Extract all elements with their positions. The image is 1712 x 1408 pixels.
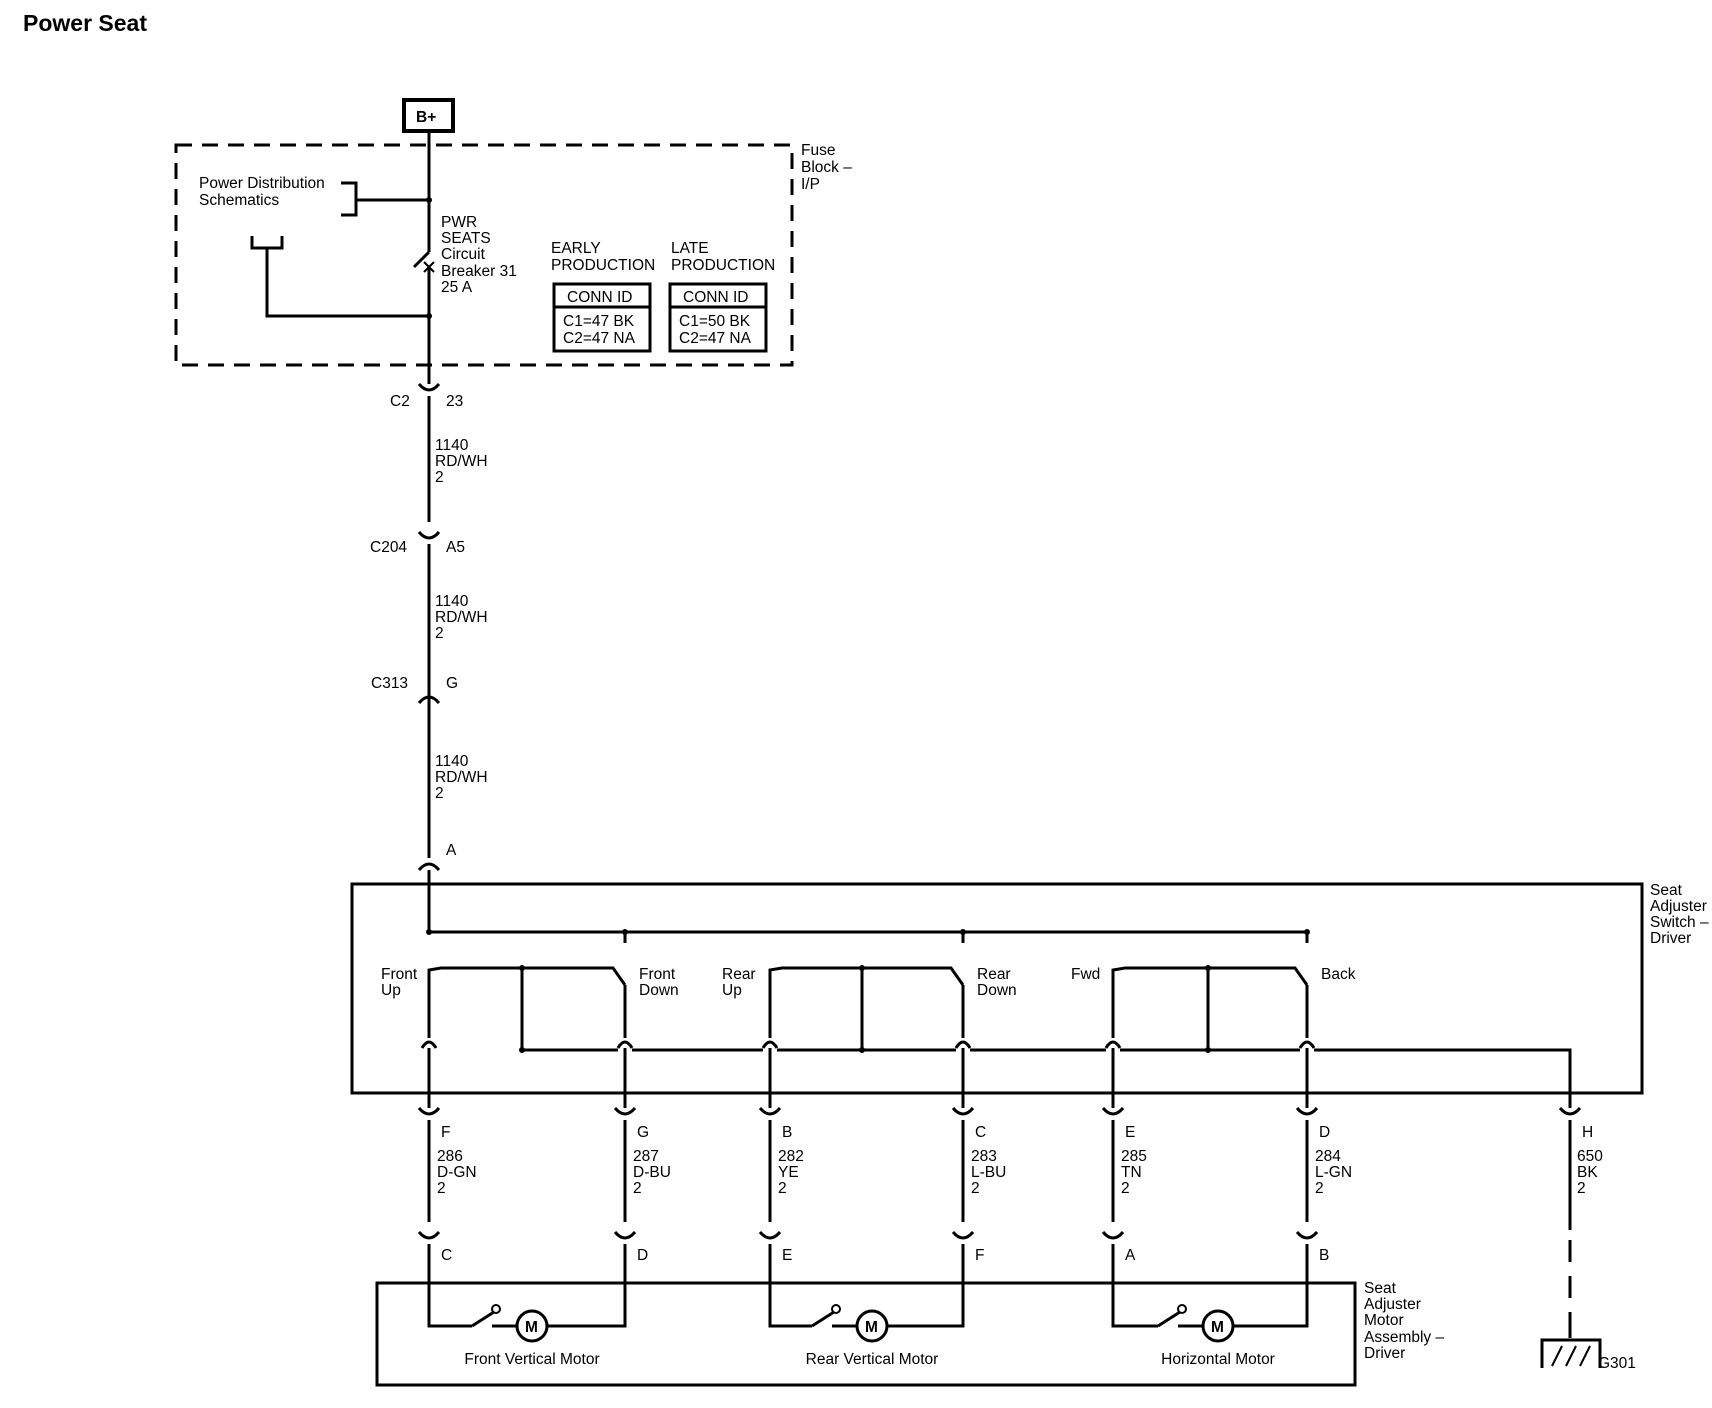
connector-c204-pin: A5: [446, 539, 465, 556]
feed-wire-label: 1140 RD/WH 2: [435, 593, 492, 642]
motor-pin-label: F: [975, 1247, 984, 1264]
switch-contact-group: Fwd Back: [1071, 929, 1356, 1053]
svg-text:C2=47 NA: C2=47 NA: [679, 330, 752, 347]
seat-adjuster-switch-label: Seat Adjuster Switch – Driver: [1650, 882, 1712, 947]
switch-pin-label: D: [1319, 1124, 1330, 1141]
svg-text:650 BK 2: 650 BK 2: [1577, 1148, 1607, 1197]
fuse-block-label: Fuse Block – I/P: [801, 142, 856, 193]
switch-pin-label: E: [1125, 1124, 1135, 1141]
thermal-switch-icon: [491, 1304, 501, 1314]
ground-hatch: [1551, 1345, 1591, 1367]
switch-pin-label: F: [441, 1124, 450, 1141]
connector-c2-symbol: [417, 382, 441, 392]
svg-text:PRODUCTION: PRODUCTION: [551, 257, 655, 274]
switch-pin-label: C: [975, 1124, 986, 1141]
connector-c204-name: C204: [370, 539, 407, 556]
battery-terminal: B+: [402, 98, 455, 133]
connector-c204-symbol: [417, 530, 441, 540]
connector-switch-a-symbol: [417, 862, 441, 872]
seat-adjuster-switch-box: [350, 882, 1644, 1095]
motor-name: Rear Vertical Motor: [806, 1351, 939, 1368]
svg-text:C1=47 BK: C1=47 BK: [563, 313, 635, 330]
switch-position-label: Back: [1321, 966, 1356, 983]
motor-assembly-label: Seat Adjuster Motor Assembly – Driver: [1364, 1280, 1448, 1362]
ground-name: G301: [1598, 1355, 1636, 1372]
fuse-block-outline: [174, 143, 794, 367]
power-distribution-bracket: [341, 181, 358, 217]
switch-position-label: Fwd: [1071, 966, 1100, 983]
svg-text:CONN ID: CONN ID: [683, 289, 748, 306]
switch-pin-label: B: [782, 1124, 792, 1141]
thermal-switch-icon: [831, 1304, 841, 1314]
connector-c313-name: C313: [371, 675, 408, 692]
power-distribution-label: Power Distribution Schematics: [199, 175, 329, 209]
thermal-switch-icon: [1177, 1304, 1187, 1314]
motor-symbol: M: [1211, 1319, 1224, 1336]
motor: M Front Vertical Motor: [427, 1283, 627, 1368]
svg-text:C1=50 BK: C1=50 BK: [679, 313, 751, 330]
motor-pin-label: B: [1319, 1247, 1329, 1264]
diagram-title: Power Seat: [23, 10, 147, 36]
ground-symbol: [1540, 1338, 1602, 1368]
motor-symbol: M: [865, 1319, 878, 1336]
connector-c313-pin: G: [446, 675, 458, 692]
ground-wire: H 650 BK 2 G301: [1540, 1093, 1636, 1372]
switch-ground-bus: [522, 1048, 1572, 1093]
connector-switch-a-pin: A: [446, 842, 457, 859]
motor-pin-label: A: [1125, 1247, 1136, 1264]
svg-text:LATE: LATE: [671, 240, 709, 257]
motors: M Front Vertical Motor M Rear Vertical Moto…: [427, 1283, 1309, 1368]
motor-name: Front Vertical Motor: [464, 1351, 599, 1368]
motor-pin-label: D: [637, 1247, 648, 1264]
svg-text:PRODUCTION: PRODUCTION: [671, 257, 775, 274]
connector-c2-name: C2: [390, 393, 410, 410]
feed-wire-label: 1140 RD/WH 2: [435, 753, 492, 802]
breaker-label: PWR SEATS Circuit Breaker 31 25 A: [441, 214, 521, 296]
battery-label: B+: [416, 109, 436, 126]
breaker-contact: [412, 250, 431, 269]
switch-pin-label: G: [637, 1124, 649, 1141]
svg-text:C2=47 NA: C2=47 NA: [563, 330, 636, 347]
feed-wire-label: 1140 RD/WH 2: [435, 437, 492, 486]
motor-pin-label: E: [782, 1247, 792, 1264]
connector-c2-pin: 23: [446, 393, 463, 410]
motor: M Horizontal Motor: [1111, 1283, 1309, 1368]
conn-id-table-early: EARLY PRODUCTION CONN ID C1=47 BK C2=47 …: [551, 240, 655, 353]
motor-assembly-box: [375, 1281, 1357, 1387]
svg-text:CONN ID: CONN ID: [567, 289, 632, 306]
power-distribution-bracket-lower: [250, 236, 284, 250]
splice-dot: [426, 929, 432, 935]
svg-text:EARLY: EARLY: [551, 240, 601, 257]
motor: M Rear Vertical Motor: [768, 1283, 965, 1368]
motor-name: Horizontal Motor: [1161, 1351, 1275, 1368]
ground-pin: H: [1582, 1124, 1593, 1141]
conn-id-table-late: LATE PRODUCTION CONN ID C1=50 BK C2=47 N…: [668, 240, 775, 353]
motor-symbol: M: [525, 1319, 538, 1336]
motor-pin-label: C: [441, 1247, 452, 1264]
breaker-bypass-wire: [265, 248, 429, 318]
